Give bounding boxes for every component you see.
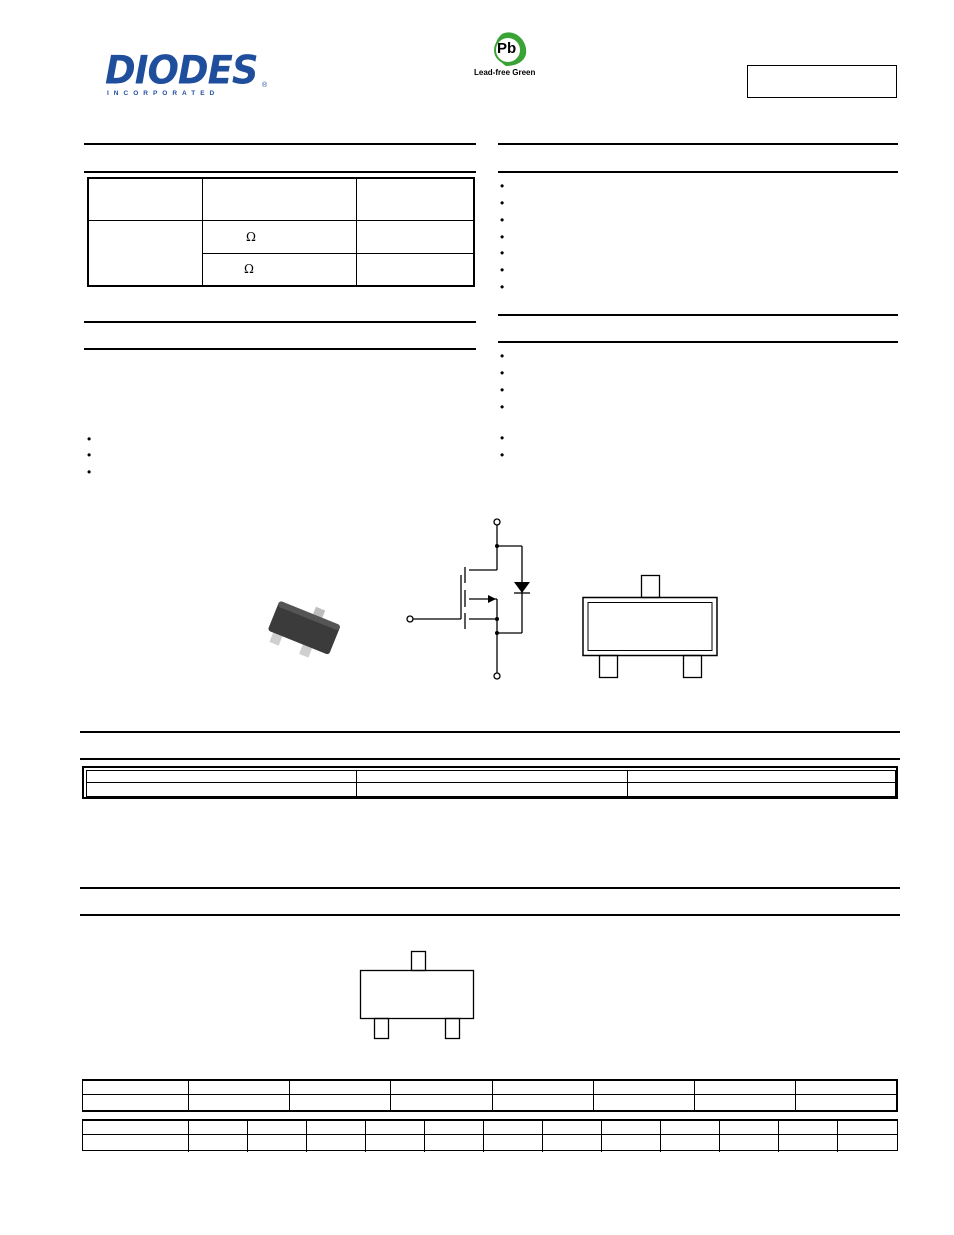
leadfree-leaf-icon — [494, 32, 527, 66]
rds-on-unit-1: Ω — [246, 230, 256, 244]
bullet-icon: • — [500, 246, 505, 260]
sot23-top-view-outline — [582, 574, 718, 679]
bullet-icon: • — [500, 230, 505, 244]
bullet-icon: • — [87, 432, 92, 446]
marking-top-rule — [80, 887, 900, 889]
marking-package-outline — [359, 950, 475, 1040]
pb-symbol: Pb — [497, 40, 517, 57]
sot23-package-photo — [268, 601, 340, 658]
features-bottom-rule — [498, 171, 898, 173]
bullet-icon: • — [500, 431, 505, 445]
bullet-icon: • — [500, 349, 505, 363]
bullet-icon: • — [500, 263, 505, 277]
bullet-icon: • — [500, 280, 505, 294]
bullet-icon: • — [500, 196, 505, 210]
marking-bottom-rule — [80, 914, 900, 916]
description-bottom-rule — [84, 348, 476, 350]
ordering-top-rule — [80, 731, 900, 733]
bullet-icon: • — [500, 448, 505, 462]
date-code-year-table — [82, 1079, 898, 1112]
rds-on-unit-2: Ω — [244, 262, 254, 276]
part-number-box — [747, 65, 897, 98]
product-summary-table: Ω Ω — [87, 177, 475, 287]
bullet-icon: • — [87, 448, 92, 462]
bullet-icon: • — [500, 383, 505, 397]
bullet-icon: • — [500, 179, 505, 193]
logo-wordmark: DIODES — [105, 47, 259, 94]
leadfree-green-badge: Pb Lead-free Green — [470, 30, 550, 80]
product-summary-top-rule — [84, 143, 476, 145]
product-summary-bottom-rule — [84, 171, 476, 173]
mechanical-bottom-rule — [498, 341, 898, 343]
bullet-icon: • — [87, 465, 92, 479]
features-top-rule — [498, 143, 898, 145]
mosfet-schematic-symbol — [406, 518, 530, 680]
leadfree-label: Lead-free Green — [474, 68, 536, 77]
diodes-logo: DIODES INCORPORATED ® — [105, 47, 270, 98]
bullet-icon: • — [500, 400, 505, 414]
ordering-table — [82, 766, 898, 799]
ordering-bottom-rule — [80, 758, 900, 760]
description-top-rule — [84, 321, 476, 323]
mechanical-top-rule — [498, 314, 898, 316]
date-code-month-table — [82, 1119, 898, 1152]
bullet-icon: • — [500, 213, 505, 227]
bullet-icon: • — [500, 366, 505, 380]
logo-subtext: INCORPORATED — [107, 90, 220, 97]
registered-mark: ® — [262, 82, 268, 89]
